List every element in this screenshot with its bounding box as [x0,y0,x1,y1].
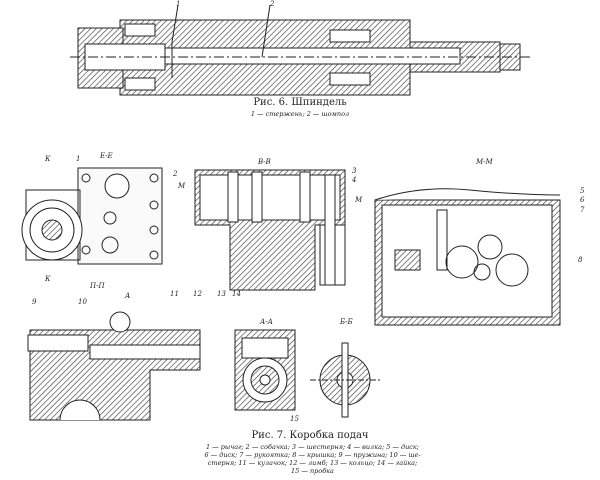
section-label-ee: Е-Е [100,152,113,160]
spindle-drawing [70,4,530,96]
figure7-title: Рис. 7. Коробка подач [251,430,369,441]
callout-4: 4 [352,176,357,184]
section-label-pp: П-П [90,282,105,290]
section-mm-drawing [374,188,561,326]
callout-2: 2 [173,170,178,178]
figure6-title: Рис. 6. Шпиндель [253,97,347,108]
callout-1: 1 [176,0,181,8]
callout-7: 7 [580,206,585,214]
figure7-legend-line: стерня; 11 — кулачок; 12 — лимб; 13 — ко… [207,459,418,467]
callout-10: 10 [78,298,87,306]
callout-12: 12 [193,290,202,298]
callout-8: 8 [578,256,583,264]
section-aa-drawing [234,329,296,411]
section-pp-drawing [27,311,201,421]
section-mark-k: К [45,275,51,283]
section-mark-m: М [355,196,363,204]
section-mark-a: А [125,292,131,300]
callout-1: 1 [76,155,81,163]
callout-3: 3 [352,167,357,175]
section-bb-drawing [310,342,380,418]
callout-2: 2 [270,0,275,8]
figure7-legend: 1 — рычаг; 2 — собачка; 3 — шестерня; 4 … [180,443,445,475]
callout-11: 11 [170,290,179,298]
figure6-legend: 1 — стержень; 2 — шомпол [250,110,350,118]
callout-14: 14 [232,290,241,298]
callout-6: 6 [580,196,585,204]
section-vv-drawing [194,169,346,291]
figure7-legend-line: 1 — рычаг; 2 — собачка; 3 — шестерня; 4 … [205,443,419,451]
section-label-bb: Б-Б [340,318,353,326]
section-label-mm: М-М [476,158,493,166]
section-mark-m: М [178,182,186,190]
section-mark-k: К [45,155,51,163]
section-label-aa: А-А [260,318,273,326]
figure7-legend-line: 6 — диск; 7 — рукоятка; 8 — крышка; 9 — … [204,451,421,459]
callout-5: 5 [580,187,585,195]
callout-13: 13 [217,290,226,298]
section-ee-drawing [21,167,163,265]
callout-9: 9 [32,298,37,306]
section-label-vv: В-В [258,158,271,166]
figure7-legend-line: 15 — пробка [291,467,334,475]
callout-15: 15 [290,415,299,423]
